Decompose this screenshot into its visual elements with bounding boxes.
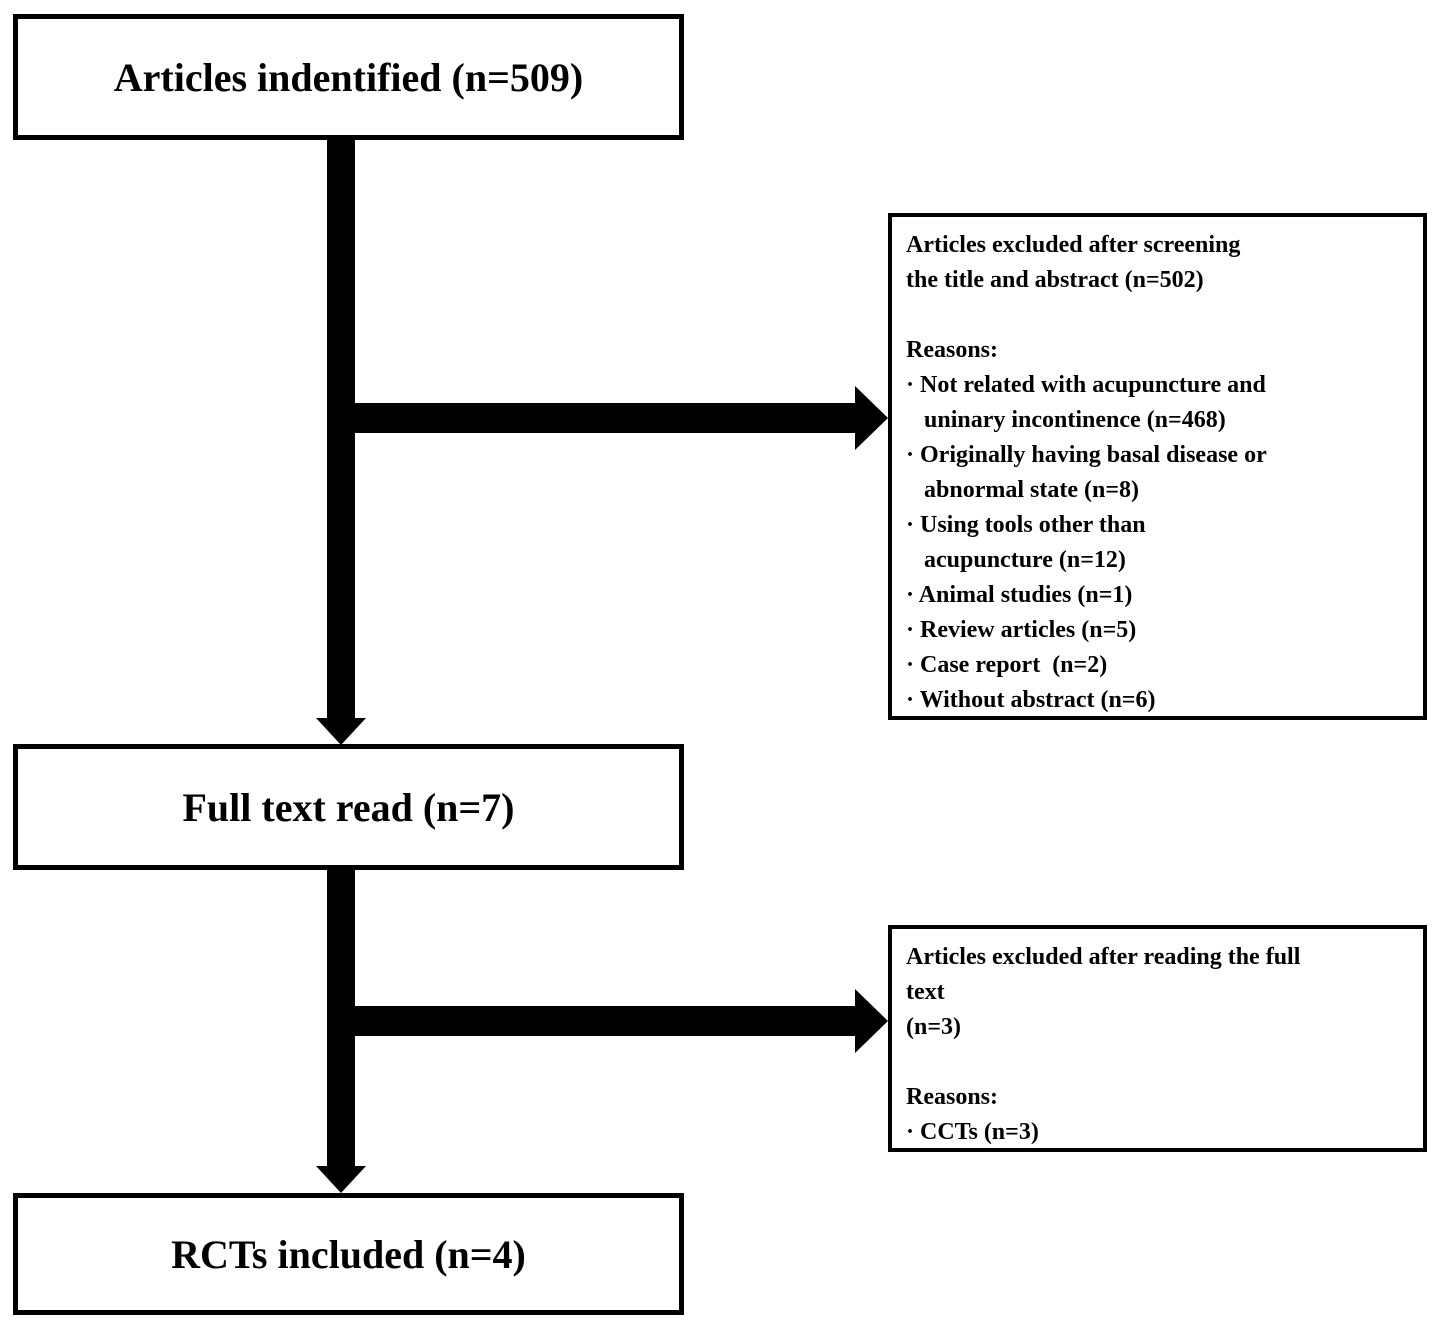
arrow-down-identified-to-fulltext-head	[316, 718, 366, 745]
exclusion-reason: · Not related with acupuncture and	[906, 372, 1266, 398]
exclusion-reason-continuation: acupuncture (n=12)	[924, 547, 1126, 573]
exclusion-reason-continuation: abnormal state (n=8)	[924, 477, 1139, 503]
arrow-down-fulltext-to-included-head	[316, 1166, 366, 1193]
arrow-right-to-screening-exclusions-shaft	[341, 403, 857, 433]
arrow-right-to-screening-exclusions-head	[855, 386, 888, 450]
node-rcts-included-label: RCTs included (n=4)	[171, 1231, 526, 1277]
node-articles-identified-label: Articles indentified (n=509)	[113, 54, 584, 100]
exclusion-reason: · Case report (n=2)	[906, 652, 1108, 678]
exclusion-fulltext-title-line: (n=3)	[906, 1014, 962, 1040]
exclusion-fulltext-title-line: Articles excluded after reading the full	[906, 944, 1301, 970]
exclusion-reason-continuation: uninary incontinence (n=468)	[924, 407, 1226, 433]
spacer	[906, 298, 1409, 333]
exclusion-reason: · Using tools other than	[906, 512, 1146, 538]
node-articles-identified: Articles indentified (n=509)	[13, 14, 684, 140]
node-rcts-included: RCTs included (n=4)	[13, 1193, 684, 1315]
exclusion-screening-reasons-label: Reasons:	[906, 337, 999, 363]
arrow-right-to-fulltext-exclusions-shaft	[341, 1006, 857, 1036]
node-full-text-read-label: Full text read (n=7)	[182, 784, 515, 830]
exclusion-box-screening: Articles excluded after screening the ti…	[888, 213, 1427, 720]
exclusion-box-full-text: Articles excluded after reading the full…	[888, 925, 1427, 1152]
exclusion-reason: · Review articles (n=5)	[906, 617, 1137, 643]
exclusion-screening-title-line: the title and abstract (n=502)	[906, 267, 1204, 293]
exclusion-reason: · Without abstract (n=6)	[906, 687, 1156, 713]
spacer	[906, 1045, 1409, 1080]
exclusion-screening-title-line: Articles excluded after screening	[906, 232, 1241, 258]
exclusion-reason: · Originally having basal disease or	[906, 442, 1267, 468]
exclusion-fulltext-title-line: text	[906, 979, 945, 1005]
exclusion-reason: · Animal studies (n=1)	[906, 582, 1133, 608]
arrow-right-to-fulltext-exclusions-head	[855, 989, 888, 1053]
exclusion-fulltext-reasons-label: Reasons:	[906, 1084, 999, 1110]
node-full-text-read: Full text read (n=7)	[13, 744, 684, 870]
exclusion-reason: · CCTs (n=3)	[906, 1119, 1039, 1145]
